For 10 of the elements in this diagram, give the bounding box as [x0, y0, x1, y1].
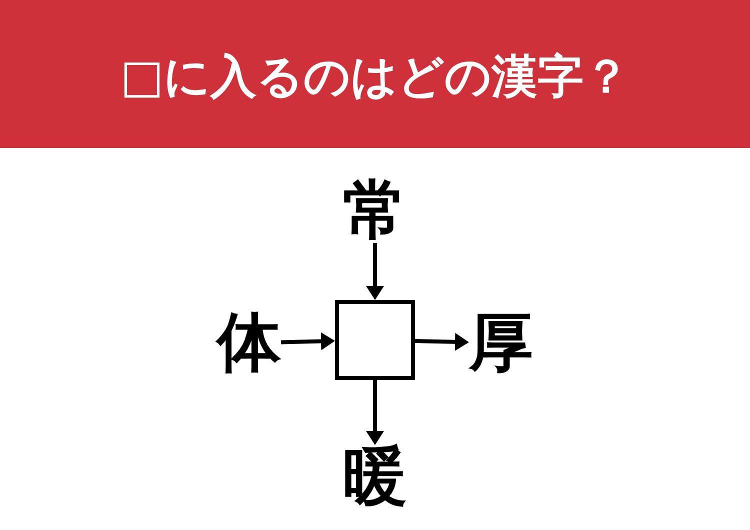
answer-box: [335, 300, 415, 380]
arrow: [414, 332, 469, 351]
title: □に入るのはどの漢字？: [120, 53, 630, 99]
kanji-character: 常: [343, 179, 407, 243]
kanji-character: 体: [217, 311, 281, 375]
arrow: [366, 380, 384, 445]
kanji-character: 暖: [343, 445, 407, 509]
arrow: [280, 332, 335, 350]
kanji-character: 厚: [469, 311, 533, 375]
arrow: [366, 243, 384, 300]
